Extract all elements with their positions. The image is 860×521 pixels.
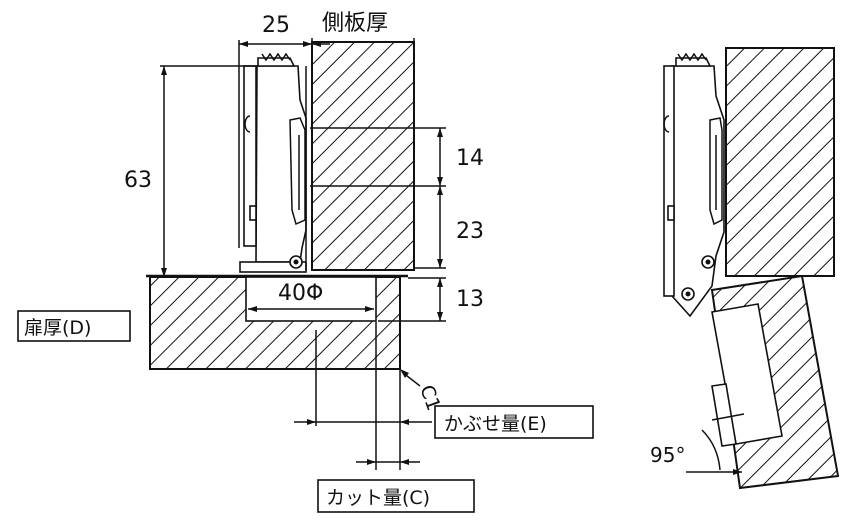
overlay-arrow-r xyxy=(400,419,409,425)
dim-23-arrow-t xyxy=(437,186,443,195)
side-panel-thickness-label: 側板厚 xyxy=(322,11,388,36)
side-panel xyxy=(311,41,415,271)
right-cup-flange xyxy=(711,383,737,447)
cut-label-box xyxy=(317,479,475,513)
overlay-label: かぶせ量(E) xyxy=(444,413,547,435)
dim-63-arrow-b xyxy=(161,268,167,277)
chamfer-arrow xyxy=(400,369,409,378)
dim-25-arrow-r xyxy=(303,41,312,47)
hinge-top-tab xyxy=(257,57,296,67)
dim-14-arrow-t xyxy=(437,128,443,137)
dim-13-arrow-b xyxy=(437,312,443,321)
dim-40-arrow-r xyxy=(365,306,374,312)
cut-label: カット量(C) xyxy=(326,487,430,509)
dim-25-text: 25 xyxy=(262,13,290,38)
hinge-pivot-center xyxy=(293,259,299,265)
right-mounting-plate xyxy=(663,65,675,297)
right-pivot-upper-center xyxy=(705,259,711,265)
right-plate-tab xyxy=(667,205,675,221)
right-plate-hole xyxy=(663,115,670,133)
hinge-arm-inner xyxy=(289,117,306,226)
right-hinge-inner xyxy=(709,117,723,226)
dim-23-text: 23 xyxy=(456,219,484,244)
right-hinge-arm xyxy=(671,65,725,318)
right-cup-mark xyxy=(711,413,745,421)
dim-13-arrow-t xyxy=(437,278,443,287)
cut-arrow-r xyxy=(400,459,409,465)
dim-63-arrow-t xyxy=(161,66,167,75)
dim-side-arrow xyxy=(312,41,321,47)
opening-angle-text: 95° xyxy=(650,443,685,467)
angle-arc xyxy=(701,429,721,471)
plate-tab xyxy=(249,205,257,221)
right-pivot-lower-center xyxy=(685,291,691,297)
dim-40-arrow-l xyxy=(248,306,257,312)
cut-arrow-l xyxy=(367,459,376,465)
dim-25-arrow-l xyxy=(239,41,248,47)
plate-hole xyxy=(244,115,251,133)
dim-14-arrow-b xyxy=(437,177,443,186)
dim-14-text: 14 xyxy=(456,146,484,171)
dim-23-arrow-b xyxy=(437,259,443,268)
right-side-panel xyxy=(725,47,835,277)
overlay-label-box xyxy=(434,405,594,439)
right-hinge-serration xyxy=(677,52,707,62)
dim-13-text: 13 xyxy=(456,287,484,312)
hinge-serration xyxy=(261,52,291,62)
overlay-arrow-l xyxy=(307,419,316,425)
bore-diameter-text: 40Φ xyxy=(278,281,323,306)
door-thickness-label: 扉厚(D) xyxy=(24,317,91,339)
cup-bore xyxy=(245,276,377,322)
angle-arrow xyxy=(733,469,742,475)
door-thickness-label-box xyxy=(17,310,131,342)
dim-63-text: 63 xyxy=(124,168,152,193)
